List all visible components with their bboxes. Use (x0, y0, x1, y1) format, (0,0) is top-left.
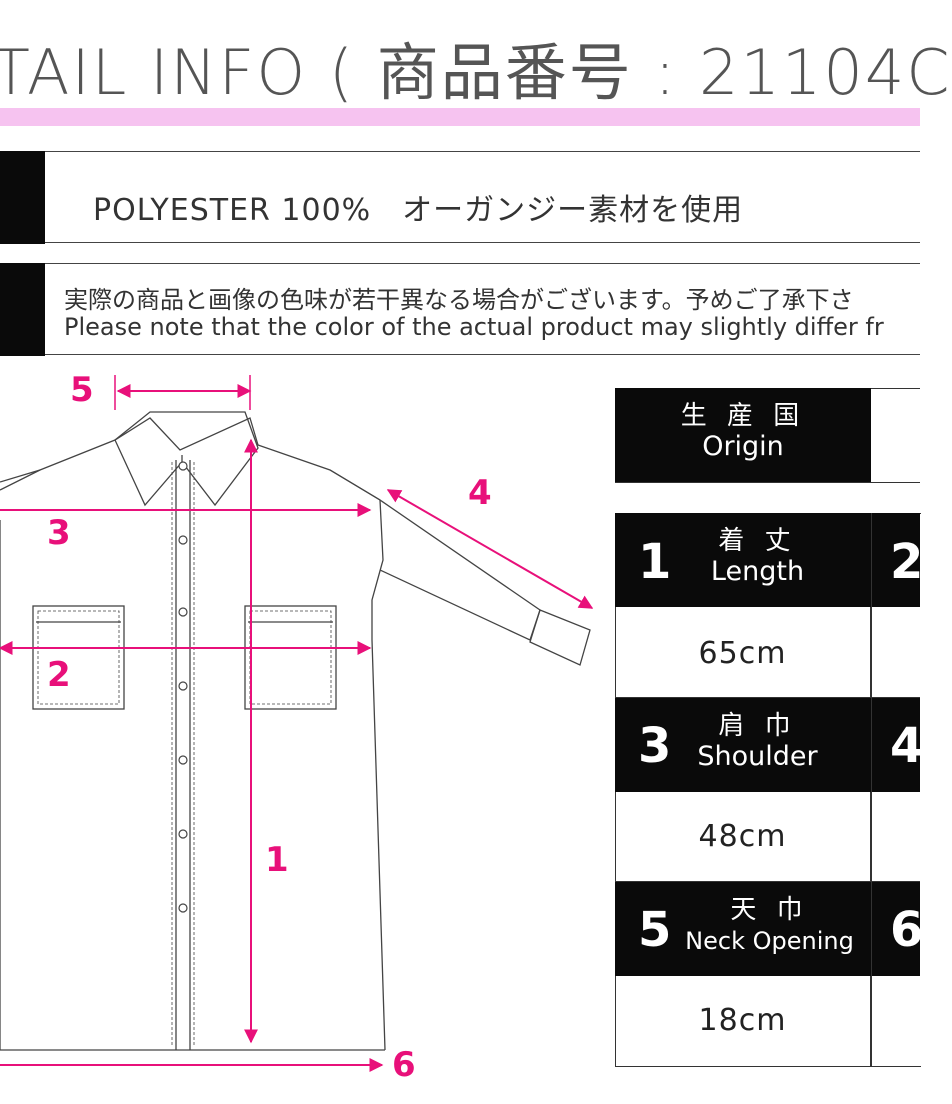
size-value-length: 65cm (698, 636, 787, 671)
size-label-neck-opening-jp: 天 巾 (730, 895, 809, 925)
size-number-2: 2 (890, 534, 924, 590)
material-row-marker (0, 151, 45, 244)
size-header-2 (872, 513, 920, 607)
size-header-neck-opening (615, 882, 871, 976)
size-header-6 (872, 882, 920, 976)
title-underline (0, 108, 920, 126)
size-label-length-jp: 着 丈 (718, 526, 797, 556)
size-row-line (615, 697, 920, 699)
notice-row (0, 263, 920, 355)
size-header-shoulder (615, 698, 871, 792)
size-number-4: 4 (890, 718, 924, 774)
notice-row-marker (0, 263, 45, 356)
diagram-label-3: 3 (47, 513, 71, 553)
shirt-buttons (178, 461, 188, 913)
notice-text-en: Please note that the color of the actual… (64, 313, 884, 341)
size-label-length-en: Length (710, 556, 805, 587)
size-value-shoulder: 48cm (698, 819, 787, 854)
origin-label-cell: 生 産 国 Origin (615, 388, 871, 482)
size-label-shoulder-jp: 肩 巾 (718, 711, 797, 741)
size-label-length: 着 丈 Length (690, 526, 825, 588)
material-text: POLYESTER 100% オーガンジー素材を使用 (93, 193, 744, 228)
diagram-label-5: 5 (70, 370, 94, 410)
size-header-4 (872, 698, 920, 792)
origin-label-en: Origin (702, 431, 784, 462)
diagram-label-1: 1 (265, 840, 289, 880)
size-number-3: 3 (638, 718, 672, 774)
size-label-shoulder: 肩 巾 Shoulder (690, 711, 825, 773)
size-header-length (615, 513, 871, 607)
shirt-diagram (0, 375, 594, 1072)
size-number-6: 6 (890, 902, 924, 958)
size-label-shoulder-en: Shoulder (697, 741, 818, 772)
page-title: TAIL INFO ( 商品番号 : 21104C (0, 36, 952, 109)
size-label-neck-opening-en: Neck Opening (685, 927, 854, 955)
size-row-line (615, 881, 920, 883)
notice-text-jp: 実際の商品と画像の色味が若干異なる場合がございます。予めご了承下さ (64, 286, 854, 314)
size-number-5: 5 (638, 902, 672, 958)
diagram-label-2: 2 (47, 655, 71, 695)
size-number-1: 1 (638, 534, 672, 590)
diagram-label-4: 4 (468, 473, 492, 513)
origin-label-jp: 生 産 国 (680, 401, 806, 431)
size-value-neck-opening: 18cm (698, 1003, 787, 1038)
diagram-label-6: 6 (392, 1045, 416, 1085)
size-label-neck-opening: 天 巾 Neck Opening (672, 895, 867, 957)
material-row (0, 151, 920, 243)
